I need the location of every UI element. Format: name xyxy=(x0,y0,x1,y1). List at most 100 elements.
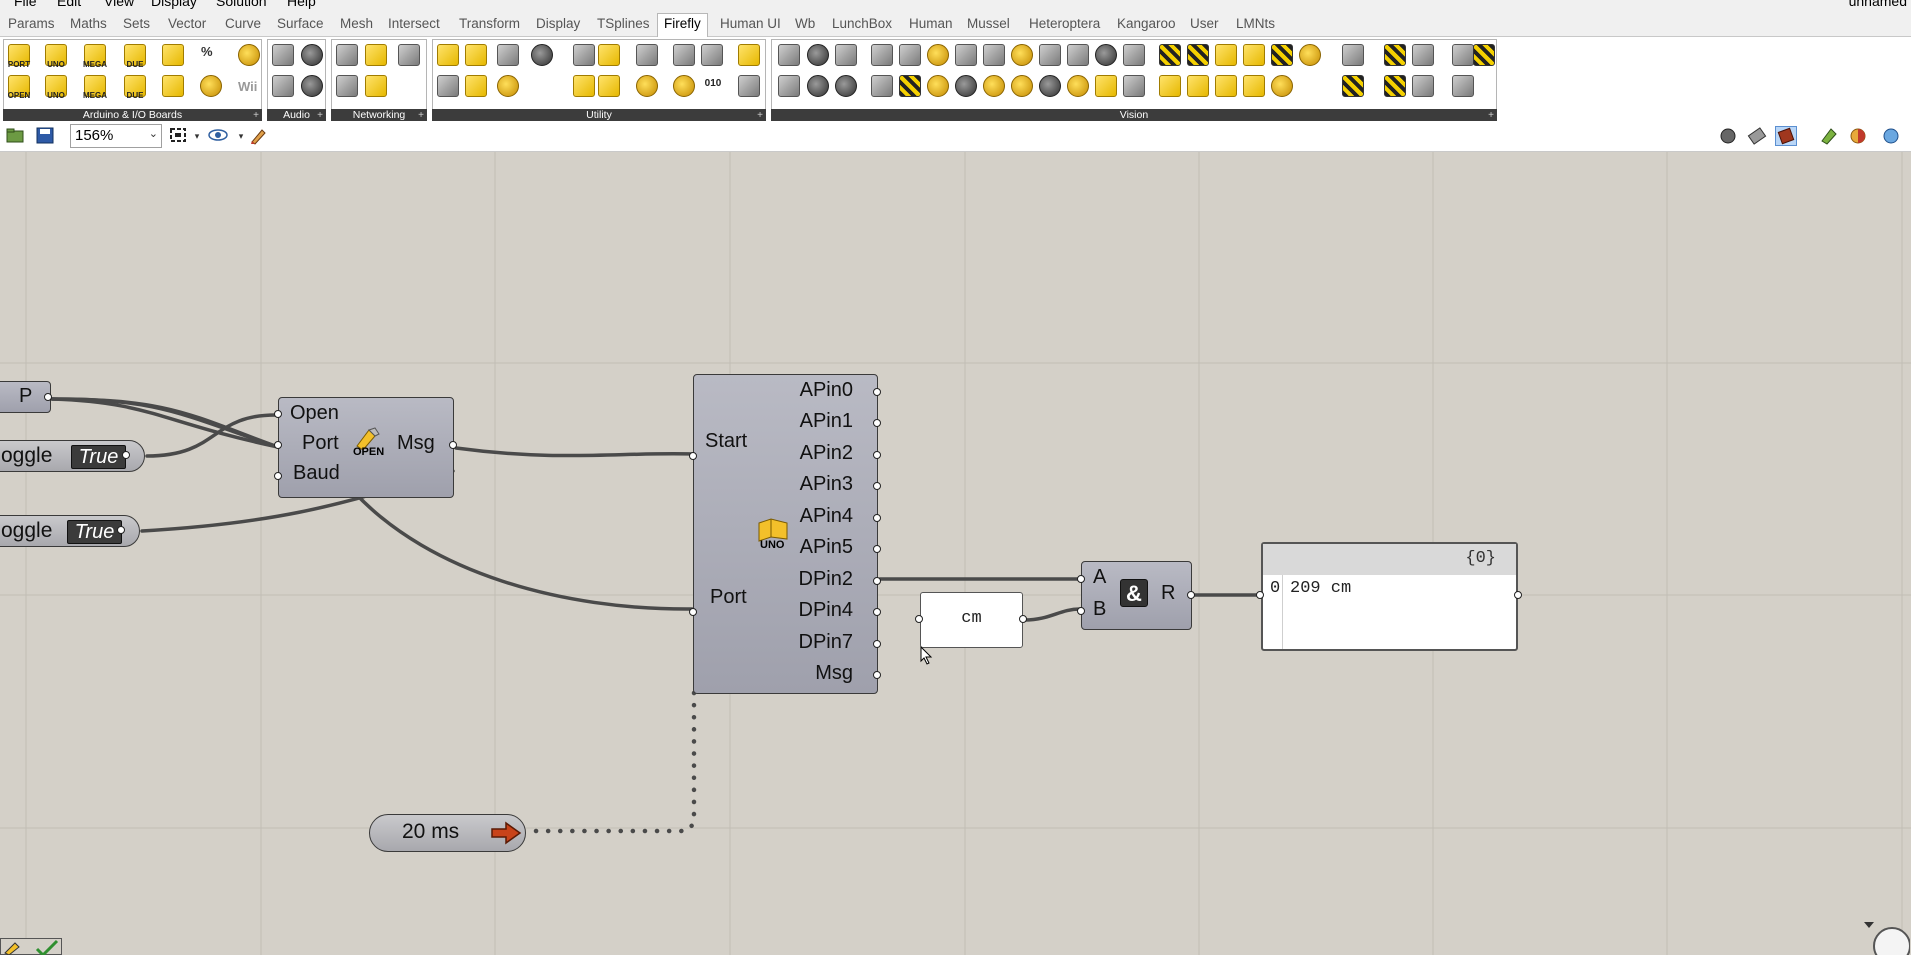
target-icon[interactable] xyxy=(1067,75,1089,97)
output-apin3-port[interactable] xyxy=(873,482,881,490)
open-file-icon[interactable] xyxy=(4,126,26,146)
material-icon[interactable] xyxy=(1847,126,1869,146)
photo-icon[interactable] xyxy=(807,75,829,97)
grasshopper-canvas[interactable]: P oggle True oggle True Open Port Baud M… xyxy=(0,152,1911,955)
color-wheel-icon[interactable] xyxy=(1299,44,1321,66)
paintbrush-icon[interactable] xyxy=(778,44,800,66)
boolean-toggle-1[interactable]: oggle True xyxy=(0,440,145,472)
contrast-icon[interactable] xyxy=(955,75,977,97)
tab-user[interactable]: User xyxy=(1190,16,1219,31)
play-icon[interactable] xyxy=(531,44,553,66)
gamma-icon[interactable] xyxy=(1067,44,1089,66)
input-a-port[interactable] xyxy=(1077,575,1085,583)
person-icon[interactable] xyxy=(1452,44,1474,66)
skeleton-icon[interactable] xyxy=(1412,44,1434,66)
mega-write-icon[interactable] xyxy=(84,75,106,97)
network-icon[interactable] xyxy=(365,44,387,66)
code-icon[interactable] xyxy=(162,44,184,66)
input-port-port-uno[interactable] xyxy=(689,608,697,616)
output-apin2-port[interactable] xyxy=(873,451,881,459)
tab-transform[interactable]: Transform xyxy=(459,16,521,31)
input-open-port[interactable] xyxy=(274,410,282,418)
blob-icon[interactable] xyxy=(1215,44,1237,66)
timer-icon[interactable] xyxy=(636,75,658,97)
stick-figure-icon[interactable] xyxy=(1452,75,1474,97)
sphere-preview-icon[interactable] xyxy=(1880,126,1902,146)
open-port-icon[interactable] xyxy=(8,75,30,97)
text-panel-cm-output[interactable] xyxy=(1019,615,1027,623)
square-icon[interactable] xyxy=(1095,75,1117,97)
tab-tsplines[interactable]: TSplines xyxy=(597,16,650,31)
one-way-icon[interactable] xyxy=(465,44,487,66)
ruler-icon[interactable] xyxy=(437,75,459,97)
buffer-icon[interactable] xyxy=(673,44,695,66)
wii-icon[interactable]: Wii xyxy=(238,79,258,94)
link-icon[interactable] xyxy=(573,44,595,66)
rgb-icon[interactable] xyxy=(1187,44,1209,66)
output-apin4-port[interactable] xyxy=(873,514,881,522)
upload-icon[interactable] xyxy=(162,75,184,97)
output-dpin4-port[interactable] xyxy=(873,608,881,616)
tab-surface[interactable]: Surface xyxy=(277,16,324,31)
cross-icon[interactable] xyxy=(1123,44,1145,66)
binary-icon[interactable] xyxy=(437,44,459,66)
menu-edit[interactable]: Edit xyxy=(57,0,82,9)
output-dpin7-port[interactable] xyxy=(873,640,881,648)
circle-icon[interactable] xyxy=(1011,44,1033,66)
output-msg-port[interactable] xyxy=(449,441,457,449)
webcam-icon[interactable] xyxy=(835,75,857,97)
checker-icon[interactable] xyxy=(1159,44,1181,66)
open-port-component[interactable]: Open Port Baud Msg OPEN xyxy=(274,397,457,498)
canvas-navigator-icon[interactable] xyxy=(1860,916,1911,955)
result-panel[interactable]: {0} 0 209 cm xyxy=(1256,542,1522,651)
tab-vector[interactable]: Vector xyxy=(168,16,207,31)
toggle-2-value[interactable]: True xyxy=(67,520,122,544)
graph-icon[interactable] xyxy=(598,44,620,66)
drop-icon[interactable] xyxy=(927,44,949,66)
swirl-icon[interactable] xyxy=(983,75,1005,97)
tab-intersect[interactable]: Intersect xyxy=(388,16,440,31)
sphere-icon[interactable] xyxy=(927,75,949,97)
uno-read-component[interactable]: Start Port APin0 APin1 APin2 APin3 APin4… xyxy=(689,374,881,694)
arrows-icon[interactable] xyxy=(1243,44,1265,66)
film-icon[interactable] xyxy=(835,44,857,66)
note-icon[interactable] xyxy=(272,75,294,97)
input-b-port[interactable] xyxy=(1077,607,1085,615)
timer-component[interactable]: 20 ms xyxy=(369,814,526,852)
canvas-status-widget[interactable] xyxy=(0,938,62,955)
grid-icon[interactable] xyxy=(1384,44,1406,66)
checkerboard-icon[interactable] xyxy=(899,75,921,97)
tab-mussel[interactable]: Mussel xyxy=(967,16,1010,31)
xml-icon[interactable] xyxy=(398,44,420,66)
mesh-settings-icon[interactable] xyxy=(1818,126,1840,146)
cylinder-icon[interactable] xyxy=(497,75,519,97)
sketch-pen-icon[interactable] xyxy=(248,126,270,146)
eye-filter-icon[interactable] xyxy=(955,44,977,66)
file-icon[interactable] xyxy=(738,75,760,97)
tab-firefly[interactable]: Firefly xyxy=(657,13,708,38)
wireframe-preview-icon[interactable] xyxy=(1746,126,1768,146)
toggle-1-output[interactable] xyxy=(122,451,130,459)
peak-icon[interactable] xyxy=(573,75,595,97)
hue-icon[interactable] xyxy=(1011,75,1033,97)
text-panel-cm[interactable]: cm xyxy=(915,592,1027,648)
text-panel-cm-input[interactable] xyxy=(915,615,923,623)
save-file-icon[interactable] xyxy=(34,126,56,146)
tab-sets[interactable]: Sets xyxy=(123,16,151,31)
menu-solution[interactable]: Solution xyxy=(216,0,267,9)
tab-human[interactable]: Human xyxy=(909,16,953,31)
due-write-icon[interactable] xyxy=(124,75,146,97)
menu-display[interactable]: Display xyxy=(151,0,197,9)
board-icon[interactable] xyxy=(1384,75,1406,97)
output-r-port[interactable] xyxy=(1187,591,1195,599)
stack-icon[interactable] xyxy=(1039,44,1061,66)
smooth-icon[interactable] xyxy=(598,75,620,97)
uno-read-icon[interactable] xyxy=(45,44,67,66)
depth-icon[interactable] xyxy=(1473,44,1495,66)
input-port-port[interactable] xyxy=(274,441,282,449)
selected-preview-icon[interactable] xyxy=(1775,126,1797,146)
rotate-icon[interactable] xyxy=(1039,75,1061,97)
uno-write-icon[interactable] xyxy=(45,75,67,97)
camera-icon[interactable] xyxy=(807,44,829,66)
percent-icon[interactable]: % xyxy=(201,44,213,59)
